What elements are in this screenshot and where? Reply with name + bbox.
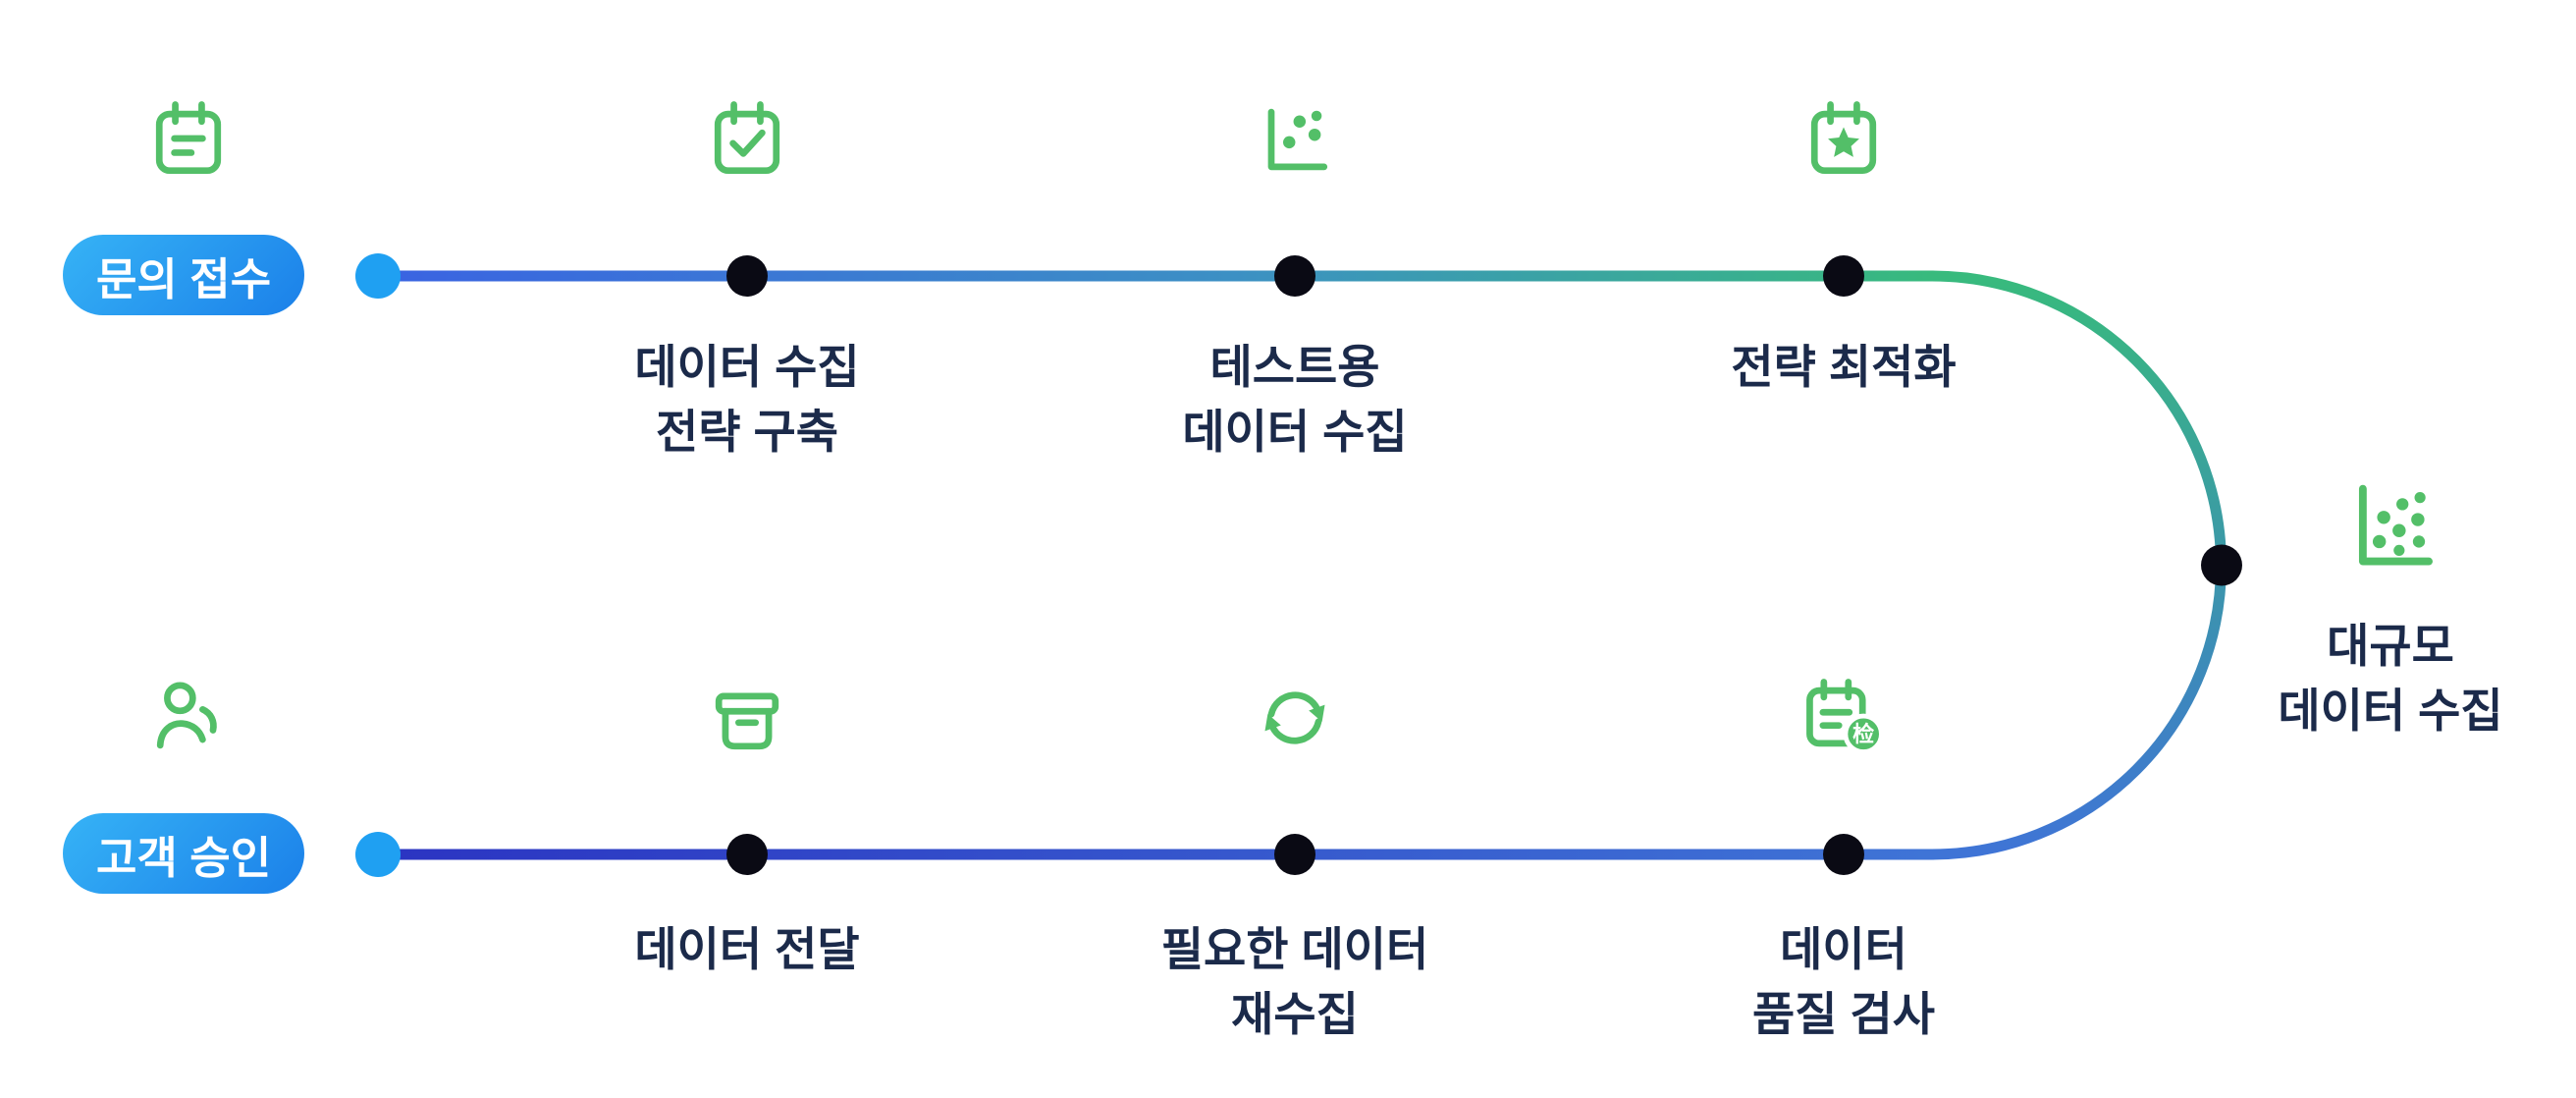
step-label-line: 재수집 xyxy=(1231,987,1359,1040)
delivery-box-icon xyxy=(715,692,779,750)
step-label-line: 데이터 수집 xyxy=(2278,684,2503,737)
flow-line-turn xyxy=(1926,270,2227,860)
start-pill: 문의 접수 xyxy=(63,235,305,315)
step-label-line: 대규모 xyxy=(2327,620,2454,672)
flow-node-recollect xyxy=(1274,834,1315,875)
step-label-strategy: 데이터 수집 전략 구축 xyxy=(634,335,859,465)
person-icon xyxy=(156,682,217,749)
flow-node-delivery xyxy=(726,834,768,875)
step-label-line: 테스트용 xyxy=(1209,341,1380,393)
end-pill-label: 고객 승인 xyxy=(96,832,272,883)
end-pill: 고객 승인 xyxy=(63,813,305,894)
calendar-star-icon xyxy=(1810,101,1877,175)
start-pill-label: 문의 접수 xyxy=(96,253,272,304)
step-label-large-collection: 대규모 데이터 수집 xyxy=(2278,614,2502,743)
scatter-chart-icon xyxy=(1267,108,1328,171)
step-label-line: 데이터 전달 xyxy=(634,923,860,975)
memo-icon xyxy=(155,101,222,175)
step-label-delivery: 데이터 전달 xyxy=(634,917,859,982)
step-label-line: 품질 검사 xyxy=(1751,987,1936,1040)
inspect-badge-label: 检 xyxy=(1852,722,1874,746)
large-scatter-chart-icon xyxy=(2358,484,2433,566)
flow-node-test-collection xyxy=(1274,255,1315,297)
flow-node-quality-check xyxy=(1823,834,1864,875)
flow-node-large-collection xyxy=(2201,544,2242,586)
calendar-check-icon xyxy=(714,101,780,175)
refresh-icon xyxy=(1264,691,1325,744)
step-label-optimization: 전략 최적화 xyxy=(1731,335,1956,400)
step-label-recollect: 필요한 데이터 재수집 xyxy=(1161,917,1429,1047)
flow-node-strategy xyxy=(726,255,768,297)
inspect-badge xyxy=(1843,713,1884,754)
flow-node-approval-end xyxy=(355,832,401,877)
step-label-quality-check: 데이터 품질 검사 xyxy=(1752,917,1935,1047)
step-label-test-collection: 테스트용 데이터 수집 xyxy=(1182,335,1407,465)
step-label-line: 데이터 수집 xyxy=(634,341,860,393)
flow-node-inquiry-start xyxy=(355,253,401,299)
step-label-line: 데이터 수집 xyxy=(1182,405,1408,458)
step-label-line: 데이터 xyxy=(1780,923,1907,975)
flow-node-optimization xyxy=(1823,255,1864,297)
quality-check-clipboard-icon: 检 xyxy=(1806,679,1884,754)
step-label-line: 필요한 데이터 xyxy=(1160,923,1429,975)
step-label-line: 전략 최적화 xyxy=(1731,341,1957,393)
step-label-line: 전략 구축 xyxy=(655,405,839,458)
